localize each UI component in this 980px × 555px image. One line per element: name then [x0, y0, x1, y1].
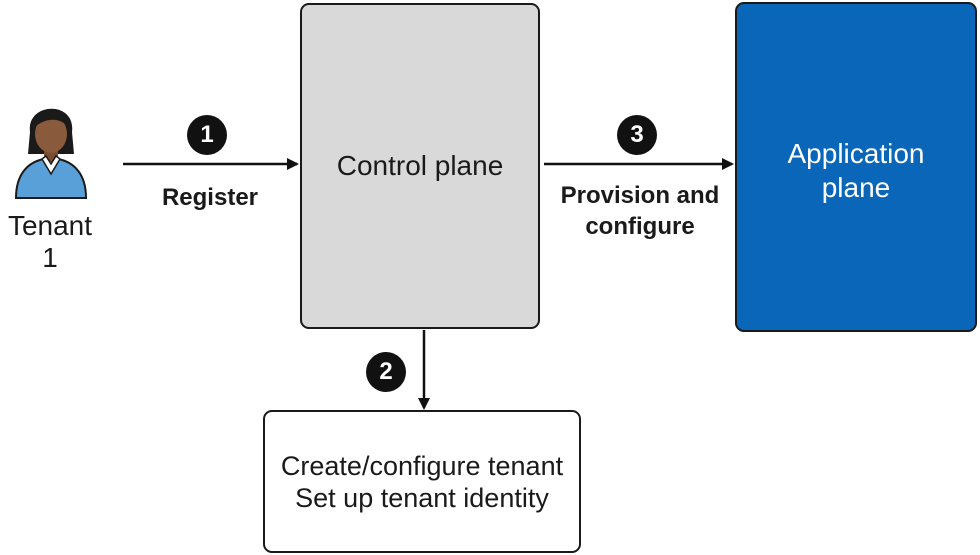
step-3-label-line2: configure: [585, 213, 695, 240]
application-plane-label-line1: Application: [787, 138, 925, 169]
step-3-label: Provision and configure: [550, 180, 730, 242]
step-3-badge: 3: [617, 115, 657, 155]
tenant-label: Tenant 1: [7, 210, 93, 273]
step-2-badge: 2: [366, 352, 406, 392]
tenant-setup-line2: Set up tenant identity: [295, 483, 549, 513]
application-plane-label-line2: plane: [821, 172, 891, 203]
step-1-label: Register: [161, 184, 259, 211]
step-1-badge: 1: [187, 115, 227, 155]
tenant-setup-line1: Create/configure tenant: [280, 451, 564, 481]
control-plane-label: Control plane: [336, 150, 504, 181]
application-plane-label: Application plane: [737, 137, 975, 205]
tenant-setup-box: Create/configure tenant Set up tenant id…: [263, 410, 581, 553]
application-plane-box: Application plane: [735, 2, 977, 332]
person-icon: [14, 108, 88, 199]
step-3-label-line1: Provision and: [560, 182, 720, 209]
control-plane-box: Control plane: [300, 3, 540, 329]
